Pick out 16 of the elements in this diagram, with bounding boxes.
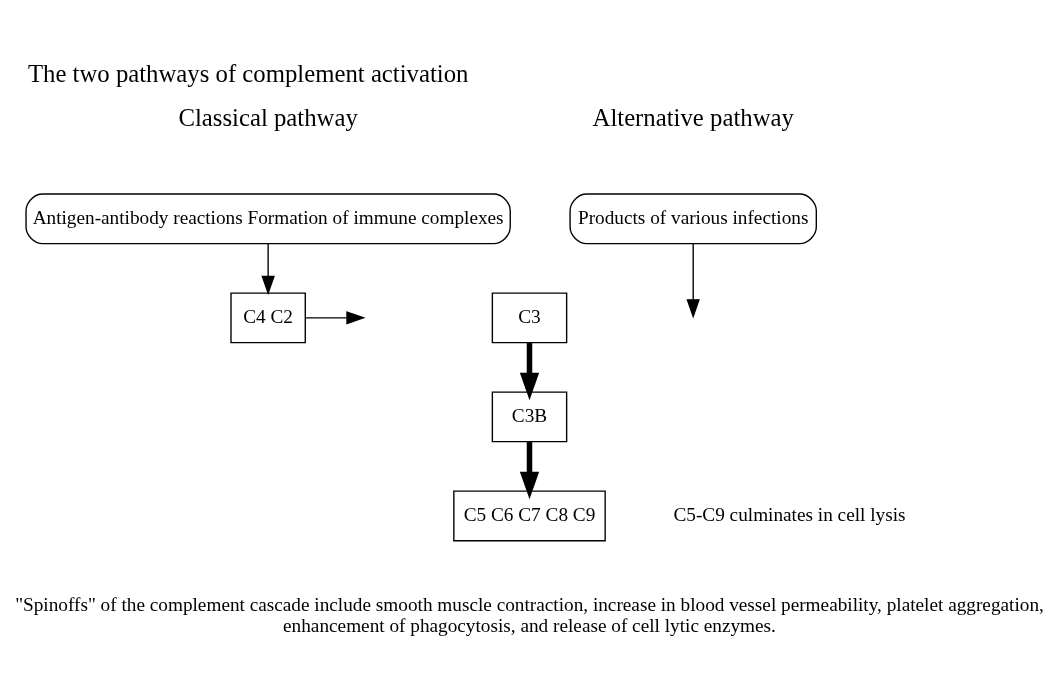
arrow <box>304 311 366 325</box>
caption: "Spinoffs" of the complement cascade include smooth muscle contraction, increase in blood vessel permeability, platelet aggregation, enhancement of phagocytosis, and release of cell lytic enzymes. <box>15 594 1044 636</box>
node-box: C3 <box>491 292 568 344</box>
arrow <box>519 442 540 500</box>
arrow <box>686 243 700 319</box>
node-box: C3B <box>491 391 568 443</box>
node-box: Antigen-antibody reactions Formation of immune complexes <box>25 193 511 245</box>
node-box: C4 C2 <box>230 292 306 344</box>
node-box: C5 C6 C7 C8 C9 <box>453 490 606 542</box>
arrow <box>519 343 540 401</box>
node-label: C5-C9 culminates in cell lysis <box>673 504 906 526</box>
label: Classical pathway <box>178 103 358 131</box>
diagram-title: The two pathways of complement activation <box>27 59 469 87</box>
node-box: Products of various infections <box>569 193 817 245</box>
arrow <box>261 243 275 296</box>
label: Alternative pathway <box>592 103 794 131</box>
